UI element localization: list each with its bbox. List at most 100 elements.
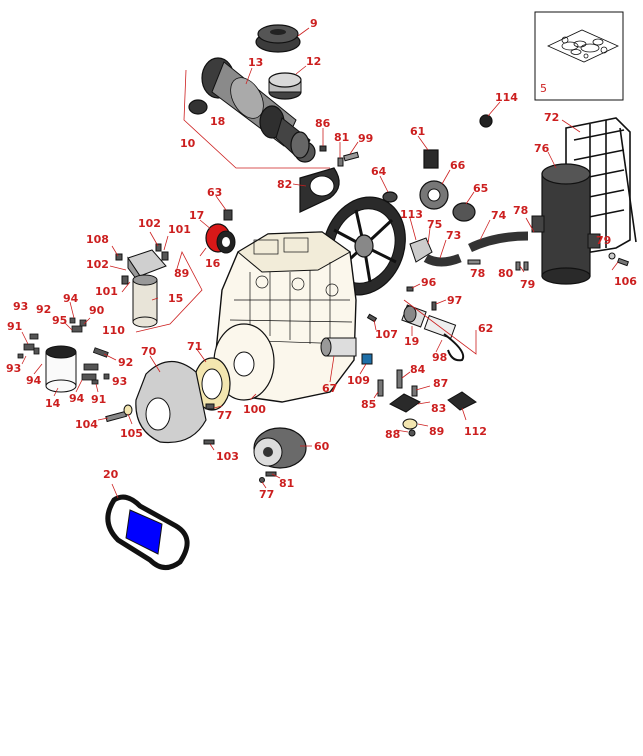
callout-19: 19 bbox=[404, 335, 419, 348]
callout-70: 70 bbox=[141, 345, 157, 358]
stud-96 bbox=[406, 286, 414, 292]
bolt-87 bbox=[411, 385, 418, 397]
callout-107: 107 bbox=[375, 328, 398, 341]
bolt-104 bbox=[105, 410, 128, 423]
drive-belt-20 bbox=[105, 494, 190, 570]
fitting-63 bbox=[223, 209, 233, 221]
washer-89 bbox=[402, 418, 418, 430]
callout-9: 9 bbox=[310, 17, 318, 30]
vacuator-valve bbox=[188, 99, 208, 115]
bolt-81-bottom bbox=[265, 471, 277, 477]
callout-76: 76 bbox=[534, 142, 550, 155]
bolt-80 bbox=[515, 261, 521, 271]
callout-66: 66 bbox=[450, 159, 466, 172]
callout-79-lower: 79 bbox=[520, 278, 535, 291]
callout-112: 112 bbox=[464, 425, 487, 438]
tube-114 bbox=[479, 114, 493, 128]
callout-15: 15 bbox=[168, 292, 183, 305]
callout-114: 114 bbox=[495, 91, 518, 104]
callout-87: 87 bbox=[433, 377, 448, 390]
bolt-103 bbox=[203, 439, 215, 445]
air-cleaner-cap bbox=[255, 24, 301, 53]
bolt-84 bbox=[396, 369, 403, 389]
callout-16: 16 bbox=[205, 257, 221, 270]
nut-88 bbox=[408, 429, 416, 437]
callout-93-top: 93 bbox=[13, 300, 28, 313]
callout-97: 97 bbox=[447, 294, 462, 307]
callout-60: 60 bbox=[314, 440, 330, 453]
engine-mount-112 bbox=[447, 391, 477, 411]
callout-62: 62 bbox=[478, 322, 493, 335]
fitting-101a bbox=[161, 251, 169, 261]
callout-73: 73 bbox=[446, 229, 461, 242]
adapter-ring-71 bbox=[193, 357, 231, 411]
callout-82: 82 bbox=[277, 178, 292, 191]
callout-61: 61 bbox=[410, 125, 425, 138]
callout-102-mid: 102 bbox=[86, 258, 109, 271]
callout-89-left: 89 bbox=[174, 267, 189, 280]
hose-fitting-99 bbox=[343, 151, 360, 162]
sensor-109 bbox=[361, 353, 373, 365]
left-fittings bbox=[17, 317, 110, 385]
callout-80: 80 bbox=[498, 267, 514, 280]
callout-85: 85 bbox=[361, 398, 376, 411]
bolt-85 bbox=[377, 379, 384, 397]
callout-91-bottom: 91 bbox=[91, 393, 106, 406]
callout-102-top: 102 bbox=[138, 217, 161, 230]
callout-91-top: 91 bbox=[7, 320, 22, 333]
hose-73 bbox=[423, 253, 462, 267]
washer-77-bottom bbox=[259, 477, 265, 483]
thermostat-housing-65 bbox=[452, 202, 476, 222]
callout-88: 88 bbox=[385, 428, 400, 441]
bolt-81-top bbox=[337, 157, 344, 167]
callout-67: 67 bbox=[322, 382, 337, 395]
air-cleaner-bracket bbox=[299, 167, 340, 213]
hose-74 bbox=[468, 231, 529, 253]
callout-90: 90 bbox=[89, 304, 105, 317]
callout-101-left: 101 bbox=[95, 285, 118, 298]
callout-65: 65 bbox=[473, 182, 488, 195]
callout-81-top: 81 bbox=[334, 131, 349, 144]
fitting-101b bbox=[121, 275, 129, 285]
water-pump-66 bbox=[419, 180, 449, 210]
callout-78-right: 78 bbox=[513, 204, 528, 217]
callout-86: 86 bbox=[315, 117, 331, 130]
fitting-108 bbox=[115, 253, 123, 261]
callout-72: 72 bbox=[544, 111, 559, 124]
callout-101-top: 101 bbox=[168, 223, 191, 236]
callout-94-top: 94 bbox=[63, 292, 79, 305]
oil-filter-14 bbox=[45, 345, 77, 393]
callout-13: 13 bbox=[248, 56, 263, 69]
callout-20: 20 bbox=[103, 468, 119, 481]
callout-64: 64 bbox=[371, 165, 387, 178]
muffler bbox=[531, 163, 601, 285]
callout-106: 106 bbox=[614, 275, 637, 288]
callout-93-mid: 93 bbox=[112, 375, 127, 388]
callout-18: 18 bbox=[210, 115, 225, 128]
callout-98: 98 bbox=[432, 351, 447, 364]
clamp-79a bbox=[608, 252, 616, 260]
bolt-106 bbox=[616, 257, 630, 267]
callout-10: 10 bbox=[180, 137, 196, 150]
callout-94-bottom: 94 bbox=[69, 392, 85, 405]
callout-17: 17 bbox=[189, 209, 204, 222]
callout-93-left: 93 bbox=[6, 362, 21, 375]
kit-number-label: 5 bbox=[540, 82, 547, 95]
callout-77-mid: 77 bbox=[217, 409, 232, 422]
callout-75: 75 bbox=[427, 218, 442, 231]
callout-104: 104 bbox=[75, 418, 98, 431]
callout-92-mid: 92 bbox=[118, 356, 133, 369]
engine-mount-83 bbox=[389, 393, 421, 413]
starter-motor-19 bbox=[401, 304, 427, 328]
leader-lines bbox=[21, 27, 619, 499]
starter-67 bbox=[320, 337, 357, 357]
callout-108: 108 bbox=[86, 233, 109, 246]
oil-filter-17 bbox=[205, 223, 236, 254]
clamp-86 bbox=[319, 145, 327, 152]
fitting-102 bbox=[155, 243, 162, 252]
bolt-77 bbox=[205, 403, 215, 410]
bolt-79b bbox=[523, 261, 529, 271]
callout-105: 105 bbox=[120, 427, 143, 440]
callout-labels: 9 12 13 18 10 86 81 99 114 72 61 76 82 6… bbox=[6, 17, 637, 501]
